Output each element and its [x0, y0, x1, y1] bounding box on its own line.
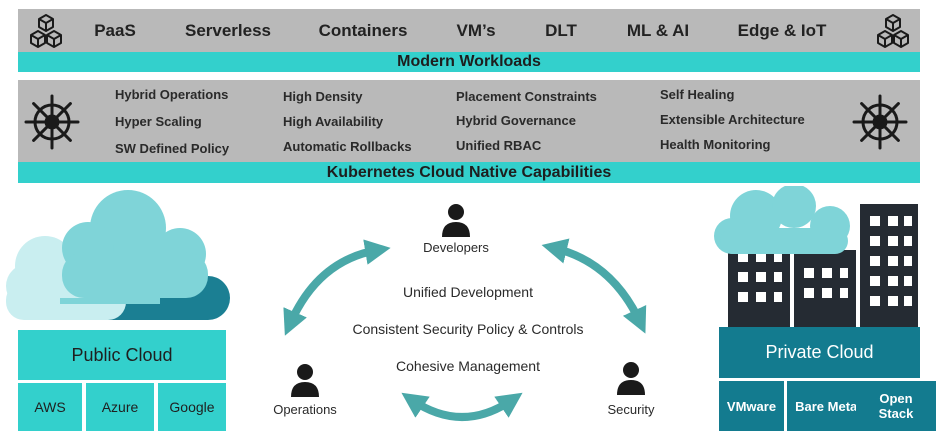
developers-label: Developers	[423, 240, 489, 255]
cap-high-availability: High Availability	[283, 114, 384, 129]
capabilities-bar: Hybrid Operations Hyper Scaling SW Defin…	[18, 80, 920, 162]
workload-paas: PaaS	[94, 21, 136, 40]
cap-hybrid-operations: Hybrid Operations	[115, 87, 229, 102]
cap-hyper-scaling: Hyper Scaling	[115, 114, 202, 129]
cubes-icon	[27, 12, 65, 50]
cap-hybrid-governance: Hybrid Governance	[456, 113, 576, 128]
public-cloud-illustration	[0, 186, 240, 330]
public-cloud-box: Public Cloud	[18, 330, 226, 380]
unified-development-text: Unified Development	[403, 284, 533, 300]
platform-open-stack: Open Stack	[856, 381, 936, 431]
operations-label: Operations	[273, 402, 337, 417]
workload-dlt: DLT	[545, 21, 577, 40]
arrow-ops-sec	[401, 392, 523, 421]
provider-aws: AWS	[18, 383, 82, 431]
arrow-dev-ops	[283, 239, 391, 336]
developer-person-icon	[442, 203, 470, 237]
cap-health-monitoring: Health Monitoring	[660, 137, 771, 152]
security-person-icon	[617, 361, 645, 395]
security-policy-text: Consistent Security Policy & Controls	[352, 321, 584, 337]
arrow-dev-sec	[541, 238, 647, 334]
workload-ml-ai: ML & AI	[626, 21, 690, 40]
cap-self-healing: Self Healing	[660, 87, 735, 102]
cap-placement-constraints: Placement Constraints	[456, 89, 597, 104]
helm-wheel-icon	[23, 93, 81, 151]
workload-edge-iot: Edge & IoT	[737, 21, 827, 40]
workloads-bar: PaaS Serverless Containers VM’s DLT ML &…	[18, 9, 920, 52]
cap-sw-defined-policy: SW Defined Policy	[115, 141, 230, 156]
provider-azure: Azure	[86, 383, 154, 431]
platform-bare-metal: Bare Metal	[787, 381, 869, 431]
cubes-icon	[874, 12, 912, 50]
operations-person-icon	[291, 363, 319, 397]
modern-workloads-band: Modern Workloads	[18, 52, 920, 72]
k8s-capabilities-band: Kubernetes Cloud Native Capabilities	[18, 162, 920, 183]
workload-containers: Containers	[318, 21, 408, 40]
collaboration-arrows	[283, 238, 647, 421]
cohesive-management-text: Cohesive Management	[396, 358, 540, 374]
private-cloud-illustration	[712, 184, 927, 327]
cap-automatic-rollbacks: Automatic Rollbacks	[283, 139, 412, 154]
cap-high-density: High Density	[283, 89, 363, 104]
provider-google: Google	[158, 383, 226, 431]
workload-vms: VM’s	[456, 21, 496, 40]
cap-unified-rbac: Unified RBAC	[456, 138, 542, 153]
platform-vmware: VMware	[719, 381, 784, 431]
private-cloud-box: Private Cloud	[719, 327, 920, 378]
helm-wheel-icon	[851, 93, 909, 151]
security-label: Security	[607, 402, 655, 417]
cap-extensible-architecture: Extensible Architecture	[660, 112, 805, 127]
workload-serverless: Serverless	[184, 21, 272, 40]
